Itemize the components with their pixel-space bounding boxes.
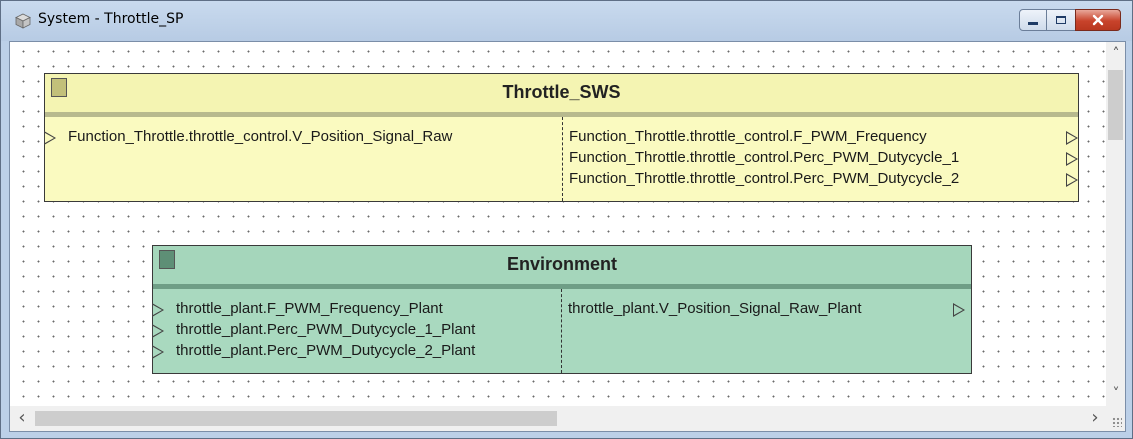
chevron-right-icon[interactable]: ›	[1091, 407, 1099, 428]
output-port-icon	[1066, 173, 1078, 187]
minimize-button[interactable]	[1019, 9, 1047, 31]
output-port-icon	[1066, 131, 1078, 145]
title-bar[interactable]: System - Throttle_SP	[1, 1, 1132, 41]
close-icon	[1092, 14, 1104, 26]
chevron-up-icon[interactable]: ˄	[1112, 46, 1120, 62]
input-port-icon	[44, 131, 56, 145]
block-separator	[153, 284, 971, 289]
output-port-label: Function_Throttle.throttle_control.F_PWM…	[569, 128, 927, 145]
chevron-left-icon[interactable]: ‹	[18, 407, 26, 428]
port-divider	[561, 289, 562, 373]
window-controls	[1019, 9, 1121, 31]
horizontal-scroll-thumb[interactable]	[35, 411, 557, 426]
block-title: Environment	[506, 254, 617, 274]
minimize-icon	[1028, 22, 1038, 25]
block-handle-icon[interactable]	[51, 78, 67, 97]
client-area: Throttle_SWS Function_Throttle.throttle_…	[9, 41, 1126, 432]
block-handle-icon[interactable]	[159, 250, 175, 269]
input-port-label: Function_Throttle.throttle_control.V_Pos…	[68, 128, 453, 145]
diagram-canvas[interactable]: Throttle_SWS Function_Throttle.throttle_…	[10, 42, 1107, 406]
scroll-corner	[1106, 406, 1125, 431]
input-port-label: throttle_plant.F_PWM_Frequency_Plant	[176, 300, 443, 317]
block-header: Throttle_SWS	[45, 74, 1078, 112]
block-separator	[45, 112, 1078, 117]
close-button[interactable]	[1075, 9, 1121, 31]
output-port[interactable]: Function_Throttle.throttle_control.F_PWM…	[569, 127, 1078, 146]
output-port[interactable]: Function_Throttle.throttle_control.Perc_…	[569, 169, 1078, 188]
maximize-icon	[1056, 16, 1066, 24]
output-port-label: Function_Throttle.throttle_control.Perc_…	[569, 149, 960, 166]
horizontal-scrollbar[interactable]: ‹ ›	[10, 406, 1107, 431]
input-port-icon	[152, 303, 164, 317]
vertical-scroll-thumb[interactable]	[1108, 70, 1123, 140]
input-port-label: throttle_plant.Perc_PWM_Dutycycle_2_Plan…	[176, 342, 476, 359]
block-environment[interactable]: Environment throttle_plant.F_PWM_Frequen…	[152, 245, 972, 374]
output-port-label: Function_Throttle.throttle_control.Perc_…	[569, 170, 960, 187]
block-title: Throttle_SWS	[502, 82, 621, 102]
output-port-label: throttle_plant.V_Position_Signal_Raw_Pla…	[568, 300, 862, 317]
vertical-scrollbar[interactable]: ˄ ˅	[1106, 42, 1125, 406]
block-throttle-sws[interactable]: Throttle_SWS Function_Throttle.throttle_…	[44, 73, 1079, 202]
output-port[interactable]: Function_Throttle.throttle_control.Perc_…	[569, 148, 1078, 167]
input-port-icon	[152, 324, 164, 338]
input-port-label: throttle_plant.Perc_PWM_Dutycycle_1_Plan…	[176, 321, 476, 338]
output-port[interactable]: throttle_plant.V_Position_Signal_Raw_Pla…	[568, 299, 971, 318]
input-port-icon	[152, 345, 164, 359]
output-port-icon	[953, 303, 965, 317]
resize-grip-icon[interactable]	[1112, 417, 1122, 427]
maximize-button[interactable]	[1046, 9, 1076, 31]
cube-icon	[15, 13, 31, 29]
output-port-icon	[1066, 152, 1078, 166]
port-divider	[562, 117, 563, 201]
chevron-down-icon[interactable]: ˅	[1112, 386, 1120, 402]
window-title: System - Throttle_SP	[38, 11, 184, 27]
block-header: Environment	[153, 246, 971, 284]
